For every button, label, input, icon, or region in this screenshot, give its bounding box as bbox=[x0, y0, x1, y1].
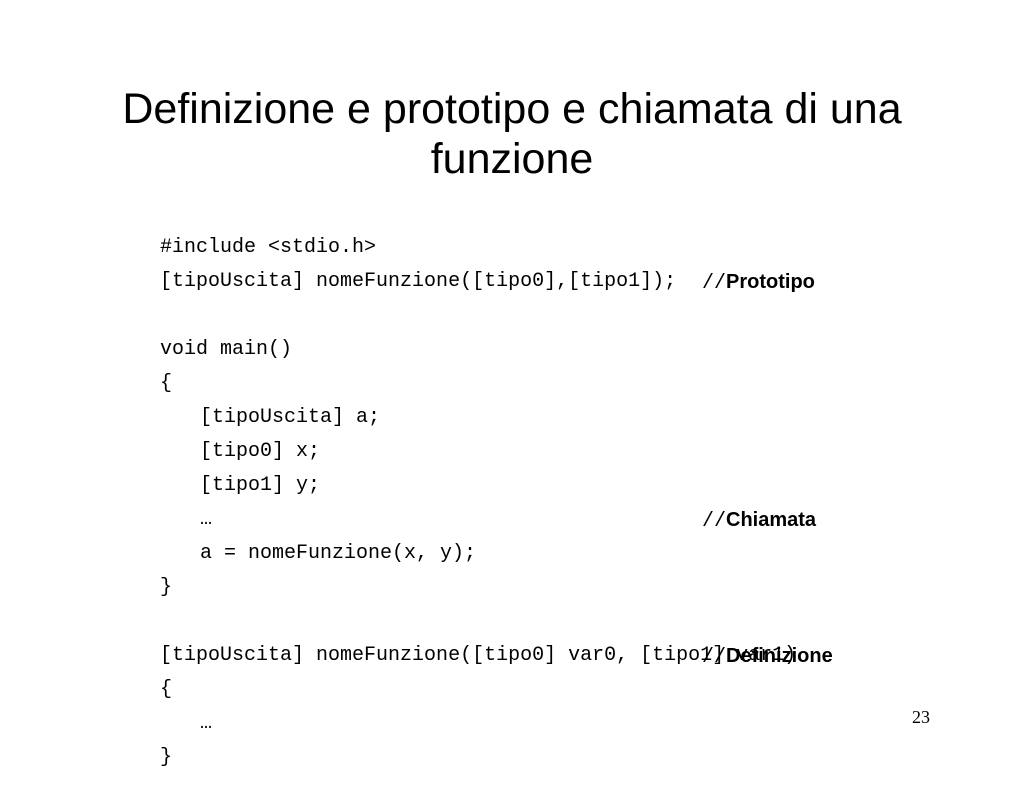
code-decl-y: [tipo1] y; bbox=[200, 474, 321, 497]
definition-comment-slashes: // bbox=[702, 646, 727, 669]
code-line-ellipsis-1: … bbox=[88, 469, 968, 531]
code-prototype: [tipoUscita] nomeFunzione([tipo0],[tipo1… bbox=[160, 270, 677, 293]
call-comment-label: Chiamata bbox=[726, 509, 817, 531]
code-line-definition-signature: [tipoUscita] nomeFunzione([tipo0] var0, … bbox=[88, 605, 968, 667]
call-comment: //Chiamata bbox=[702, 503, 816, 539]
code-line-call: a = nomeFunzione(x, y); //Chiamata bbox=[88, 503, 968, 565]
code-ellipsis-1: … bbox=[200, 508, 213, 531]
code-line-main-signature: void main() bbox=[88, 299, 968, 361]
code-line-def-close: } bbox=[88, 707, 968, 769]
code-line-include: #include <stdio.h> bbox=[88, 197, 968, 259]
code-line-blank bbox=[88, 571, 968, 605]
code-line-decl-x: [tipo0] x; bbox=[88, 401, 968, 463]
prototype-comment-slashes: // bbox=[702, 272, 727, 295]
code-line-def-open: { //Definizione bbox=[88, 639, 968, 701]
slide-title-line-1: Definizione e prototipo e chiamata di un… bbox=[122, 85, 902, 133]
code-main-signature: void main() bbox=[160, 338, 293, 361]
code-line-prototype-comment: //Prototipo bbox=[88, 265, 968, 299]
call-comment-slashes: // bbox=[702, 510, 727, 533]
code-line-main-close: } bbox=[88, 537, 968, 599]
slide-title: Definizione e prototipo e chiamata di un… bbox=[60, 84, 964, 184]
code-line-prototype: [tipoUscita] nomeFunzione([tipo0],[tipo1… bbox=[88, 231, 968, 293]
code-block: #include <stdio.h> [tipoUscita] nomeFunz… bbox=[88, 197, 968, 769]
prototype-comment-label: Prototipo bbox=[726, 271, 815, 293]
code-include: #include <stdio.h> bbox=[160, 236, 377, 259]
code-decl-a: [tipoUscita] a; bbox=[200, 406, 381, 429]
code-def-close-brace: } bbox=[160, 746, 173, 769]
prototype-comment: //Prototipo bbox=[702, 265, 815, 301]
code-line-main-open: { bbox=[88, 333, 968, 395]
definition-comment-label: Definizione bbox=[726, 645, 833, 667]
code-main-close-brace: } bbox=[160, 576, 173, 599]
code-call: a = nomeFunzione(x, y); bbox=[200, 542, 477, 565]
code-line-decl-a: [tipoUscita] a; bbox=[88, 367, 968, 429]
slide: Definizione e prototipo e chiamata di un… bbox=[60, 84, 968, 769]
code-decl-x: [tipo0] x; bbox=[200, 440, 321, 463]
page-number: 23 bbox=[912, 707, 930, 727]
code-ellipsis-2: … bbox=[200, 712, 213, 735]
code-line-ellipsis-2: … bbox=[88, 673, 968, 735]
slide-title-line-2: funzione bbox=[430, 135, 594, 183]
code-main-open-brace: { bbox=[160, 372, 173, 395]
code-definition-signature: [tipoUscita] nomeFunzione([tipo0] var0, … bbox=[160, 644, 797, 667]
code-line-decl-y: [tipo1] y; bbox=[88, 435, 968, 497]
code-def-open-brace: { bbox=[160, 678, 173, 701]
definition-comment: //Definizione bbox=[702, 639, 833, 675]
